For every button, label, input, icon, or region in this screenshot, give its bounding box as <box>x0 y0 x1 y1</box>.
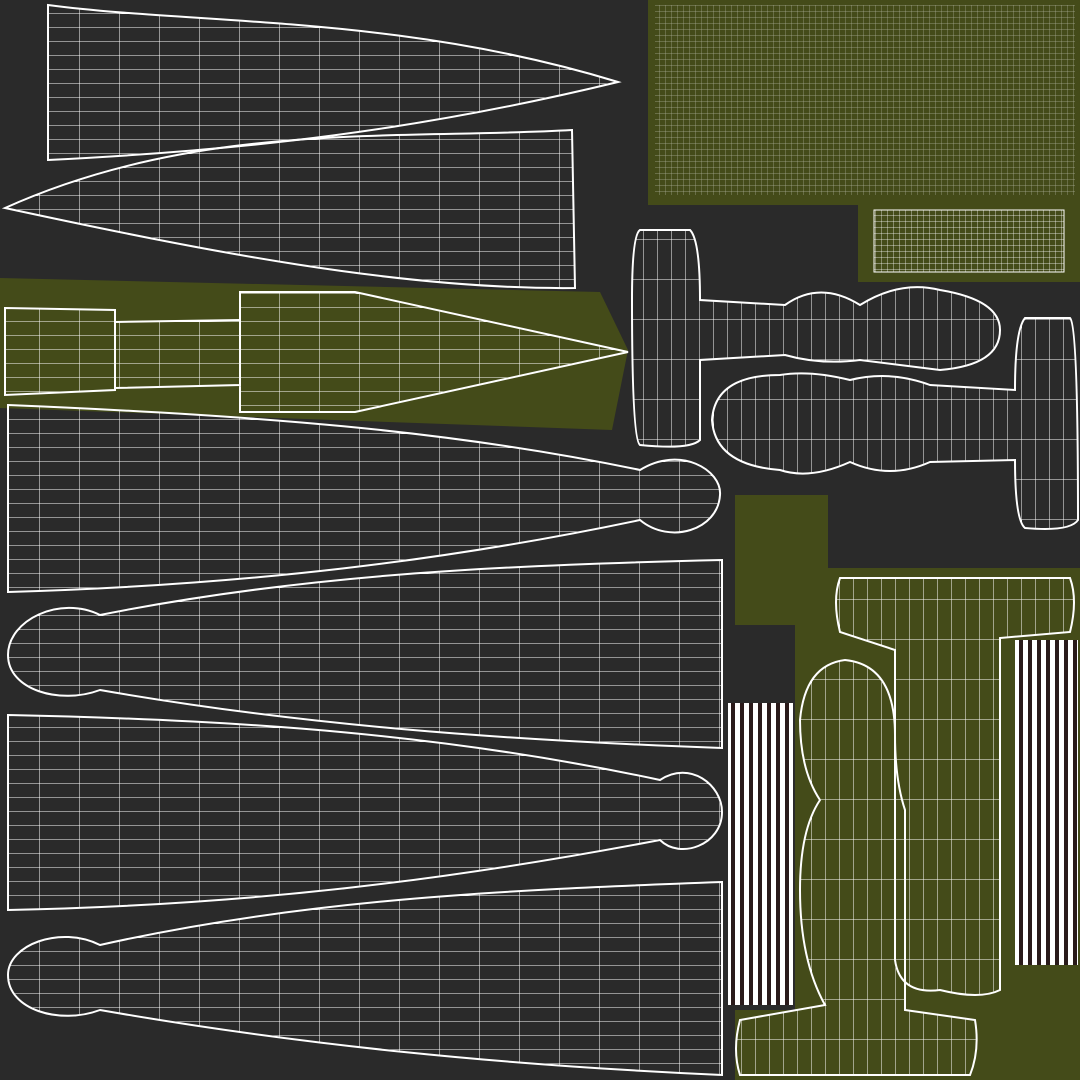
detail-island-cluster <box>655 5 1075 195</box>
blade-islands <box>1 3 629 413</box>
blade-island-2 <box>1 128 577 290</box>
handle-islands <box>6 403 724 1077</box>
detail-island-strip <box>873 209 1065 273</box>
hammer-island-2 <box>710 317 1080 530</box>
hammer-islands <box>630 229 1080 1076</box>
handle-island-4 <box>6 880 723 1077</box>
handle-island-2 <box>6 558 723 750</box>
handle-island-3 <box>7 713 724 912</box>
blade-island-3 <box>4 291 629 413</box>
handle-island-1 <box>7 403 722 594</box>
hammer-island-4 <box>735 658 978 1076</box>
hammer-island-1 <box>630 229 1002 448</box>
striped-island-left <box>728 703 793 1005</box>
striped-island-right <box>1015 640 1078 965</box>
